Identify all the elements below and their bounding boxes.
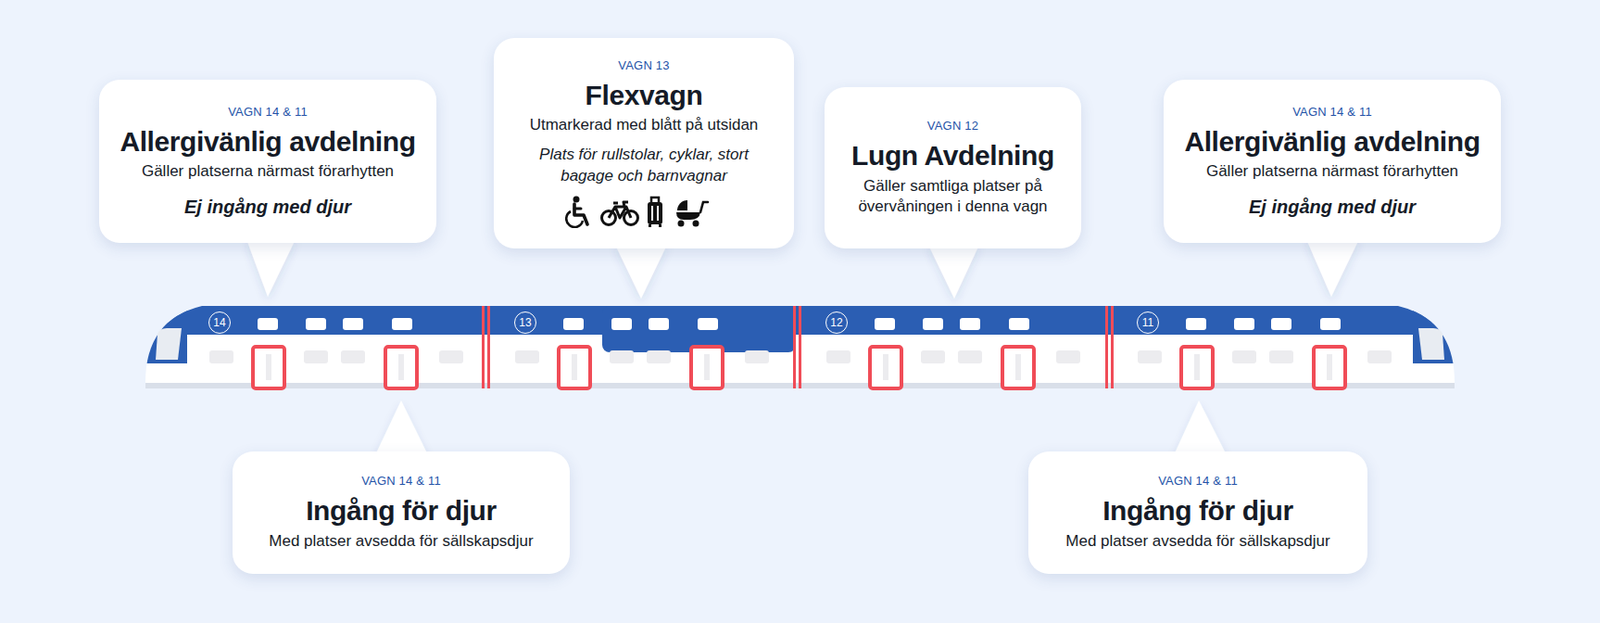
luggage-icon xyxy=(647,197,663,227)
callout-text: Flexvagn xyxy=(585,79,704,113)
zone-callout: VAGN 13 FlexvagnUtmarkerad med blått på u… xyxy=(493,37,794,249)
callout-text: Allergivänlig avdelning xyxy=(1184,125,1480,159)
callout-text: VAGN 14 & 11 xyxy=(361,473,441,488)
callout-text: Allergivänlig avdelning xyxy=(119,125,416,159)
callout-text: Plats för rullstolar, cyklar, stort baga… xyxy=(528,144,760,188)
zone-callout: VAGN 14 & 11 Allergivänlig avdelningGälle… xyxy=(99,79,437,243)
callout-text: VAGN 13 xyxy=(617,58,669,73)
stroller-icon xyxy=(676,200,708,227)
car-number: 12 xyxy=(825,311,848,334)
callout-text: Med platser avsedda för sällskapsdjur xyxy=(1065,530,1330,552)
car-number: 14 xyxy=(208,311,231,334)
callout-text: Gäller platserna närmast förarhytten xyxy=(141,161,394,182)
car-number-text: 12 xyxy=(830,315,843,329)
entrance-callout: VAGN 14 & 11 Ingång för djurMed platser a… xyxy=(232,451,570,574)
callout-text: VAGN 14 & 11 xyxy=(227,104,308,119)
car-number-text: 11 xyxy=(1142,315,1154,329)
callout-text: VAGN 14 & 11 xyxy=(1292,104,1373,119)
callout-text: VAGN 14 & 11 xyxy=(1158,473,1238,488)
car-number-text: 14 xyxy=(213,315,226,329)
callout-text: Ej ingång med djur xyxy=(1248,196,1416,218)
callout-text: Gäller platserna närmast förarhytten xyxy=(1206,161,1459,182)
train xyxy=(138,305,1464,389)
entrance-callout: VAGN 14 & 11 Ingång för djurMed platser a… xyxy=(1028,451,1368,574)
wheelchair-icon xyxy=(566,196,588,227)
callout-text: Ingång för djur xyxy=(1102,494,1294,528)
callout-text: Lugn Avdelning xyxy=(851,139,1055,173)
callout-text: Utmarkerad med blått på utsidan xyxy=(529,114,759,136)
car-number: 13 xyxy=(514,311,537,334)
bicycle-icon xyxy=(602,201,639,226)
car-number-text: 13 xyxy=(518,315,531,329)
callout-text: Med platser avsedda för sällskapsdjur xyxy=(268,530,533,552)
callout-text: Gäller samtliga platser på övervåningen … xyxy=(846,176,1060,217)
callout-text: Ej ingång med djur xyxy=(184,196,352,218)
amenity-icons xyxy=(565,194,723,228)
zone-callout: VAGN 12 Lugn AvdelningGäller samtliga pla… xyxy=(824,87,1082,249)
car-number: 11 xyxy=(1136,311,1160,334)
callout-text: Ingång för djur xyxy=(305,494,497,528)
callout-text: VAGN 12 xyxy=(927,118,979,133)
zone-callout: VAGN 14 & 11 Allergivänlig avdelningGälle… xyxy=(1163,79,1501,243)
